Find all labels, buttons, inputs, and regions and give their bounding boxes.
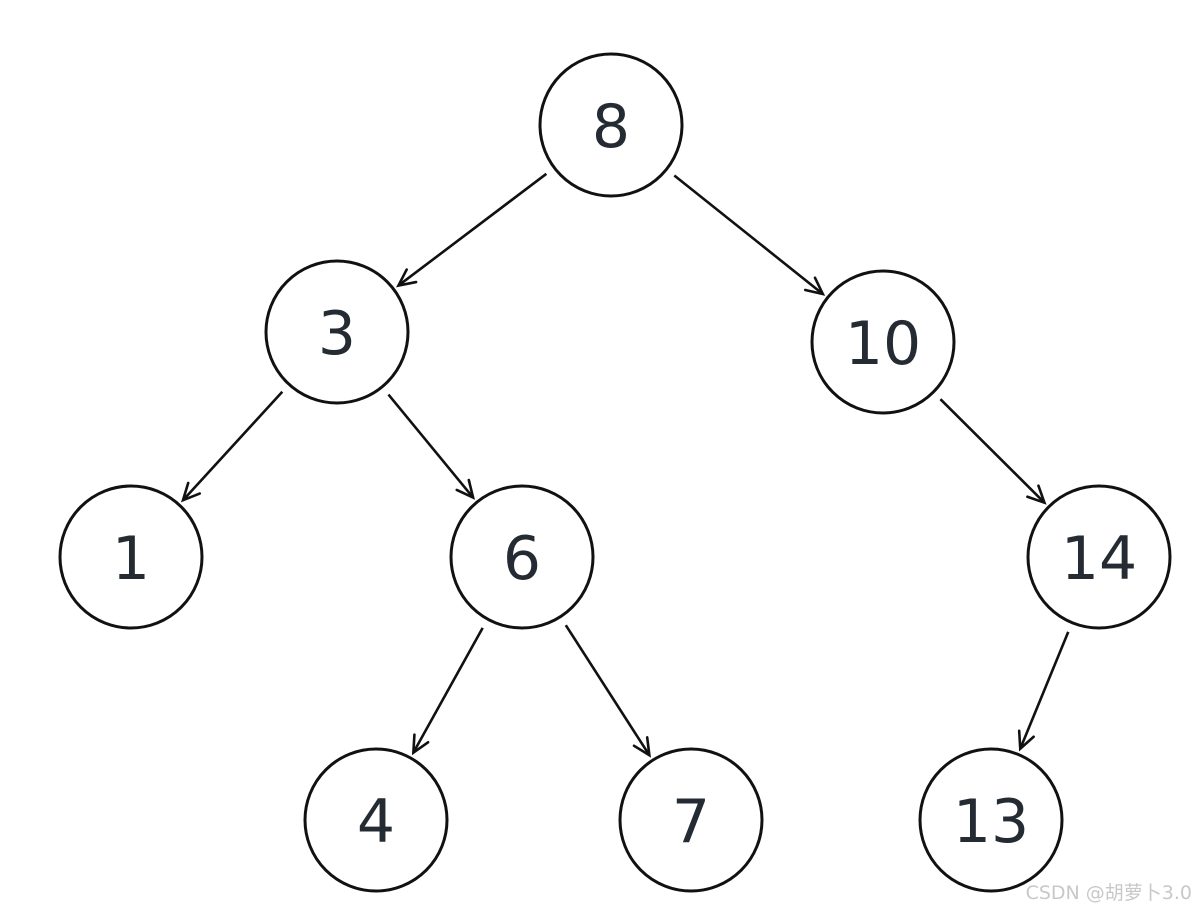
tree-node-3: 3 — [264, 259, 410, 405]
node-label: 13 — [953, 787, 1029, 857]
edge-n6-n4 — [411, 627, 484, 756]
edge-line — [387, 393, 475, 499]
tree-nodes: 8 3 10 1 6 14 4 7 13 — [58, 52, 1172, 893]
tree-edges — [180, 172, 1070, 758]
edge-line — [412, 627, 484, 754]
tree-node-8: 8 — [538, 52, 684, 198]
edge-line — [939, 398, 1046, 504]
node-label: 6 — [503, 524, 541, 594]
node-label: 14 — [1061, 524, 1137, 594]
tree-node-7: 7 — [618, 747, 764, 893]
arrowhead-icon — [632, 736, 651, 758]
tree-node-1: 1 — [58, 484, 204, 630]
node-circle — [303, 747, 449, 893]
node-label: 4 — [357, 787, 395, 857]
tree-node-13: 13 — [918, 747, 1064, 893]
tree-node-4: 4 — [303, 747, 449, 893]
node-circle — [918, 747, 1064, 893]
arrowhead-icon — [1026, 484, 1047, 505]
node-label: 8 — [592, 92, 630, 162]
edge-n6-n7 — [564, 624, 651, 758]
edge-n10-n14 — [939, 398, 1047, 505]
node-circle — [58, 484, 204, 630]
edge-n14-n13 — [1017, 631, 1070, 752]
node-circle — [618, 747, 764, 893]
edge-n8-n10 — [673, 174, 826, 296]
node-label: 3 — [318, 299, 356, 369]
node-circle — [264, 259, 410, 405]
node-label: 10 — [845, 309, 921, 379]
edge-line — [1019, 631, 1070, 750]
tree-node-14: 14 — [1026, 484, 1172, 630]
edge-n3-n6 — [387, 393, 475, 500]
edge-line — [673, 174, 824, 295]
arrowhead-icon — [396, 268, 418, 288]
arrowhead-icon — [180, 481, 202, 503]
watermark-text: CSDN @胡萝卜3.0 — [1025, 882, 1192, 904]
tree-node-10: 10 — [810, 269, 956, 415]
edge-line — [564, 624, 651, 756]
tree-node-6: 6 — [449, 484, 595, 630]
node-circle — [810, 269, 956, 415]
node-circle — [449, 484, 595, 630]
node-label: 7 — [672, 787, 710, 857]
edge-line — [182, 390, 284, 502]
arrowhead-icon — [411, 733, 430, 756]
arrowhead-icon — [455, 478, 475, 500]
arrowhead-icon — [803, 276, 826, 296]
edge-n8-n3 — [396, 172, 548, 288]
edge-line — [397, 172, 548, 287]
edge-n3-n1 — [180, 390, 284, 503]
node-circle — [1026, 484, 1172, 630]
node-circle — [538, 52, 684, 198]
arrowhead-icon — [1017, 729, 1035, 752]
node-label: 1 — [112, 524, 150, 594]
